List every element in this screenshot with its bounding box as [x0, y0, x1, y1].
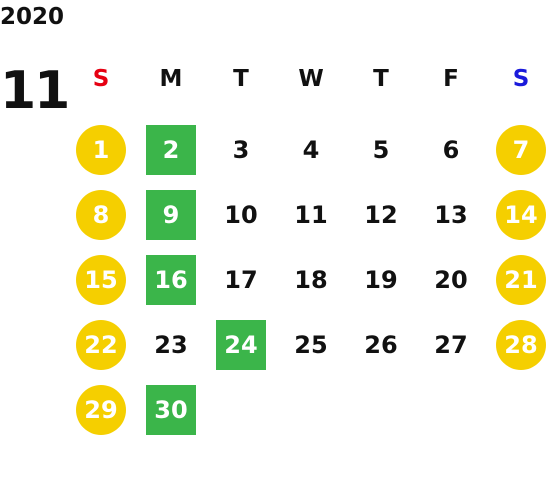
calendar-day[interactable]: 16: [146, 255, 196, 305]
calendar-day[interactable]: 24: [216, 320, 266, 370]
year-label: 2020: [0, 4, 65, 30]
calendar-day[interactable]: 26: [364, 331, 398, 359]
calendar-day[interactable]: 20: [434, 266, 468, 294]
calendar-day[interactable]: 21: [496, 255, 546, 305]
calendar-day[interactable]: 7: [496, 125, 546, 175]
calendar-day[interactable]: 28: [496, 320, 546, 370]
weekday-header-weekday: T: [233, 66, 249, 92]
calendar-day[interactable]: 3: [232, 136, 250, 164]
calendar-day[interactable]: 30: [146, 385, 196, 435]
calendar-day[interactable]: 14: [496, 190, 546, 240]
calendar-day[interactable]: 2: [146, 125, 196, 175]
month-number: 11: [0, 61, 70, 121]
calendar-day[interactable]: 13: [434, 201, 468, 229]
calendar-day[interactable]: 4: [302, 136, 320, 164]
calendar-day[interactable]: 25: [294, 331, 328, 359]
weekday-header-weekday: W: [298, 66, 324, 92]
weekday-header-weekday: T: [373, 66, 389, 92]
weekday-header-saturday: S: [512, 66, 530, 92]
calendar-day[interactable]: 9: [146, 190, 196, 240]
calendar-day[interactable]: 1: [76, 125, 126, 175]
calendar-day[interactable]: 22: [76, 320, 126, 370]
calendar-day[interactable]: 8: [76, 190, 126, 240]
calendar-day[interactable]: 12: [364, 201, 398, 229]
calendar-day[interactable]: 15: [76, 255, 126, 305]
calendar-day[interactable]: 6: [442, 136, 460, 164]
calendar-day[interactable]: 5: [372, 136, 390, 164]
calendar-day[interactable]: 23: [154, 331, 188, 359]
weekday-header-weekday: M: [159, 66, 183, 92]
calendar-day[interactable]: 19: [364, 266, 398, 294]
calendar-day[interactable]: 11: [294, 201, 328, 229]
weekday-header-sunday: S: [92, 66, 110, 92]
calendar-day[interactable]: 17: [224, 266, 258, 294]
calendar-day[interactable]: 27: [434, 331, 468, 359]
calendar-day[interactable]: 10: [224, 201, 258, 229]
calendar-day[interactable]: 29: [76, 385, 126, 435]
weekday-header-weekday: F: [443, 66, 459, 92]
calendar-day[interactable]: 18: [294, 266, 328, 294]
